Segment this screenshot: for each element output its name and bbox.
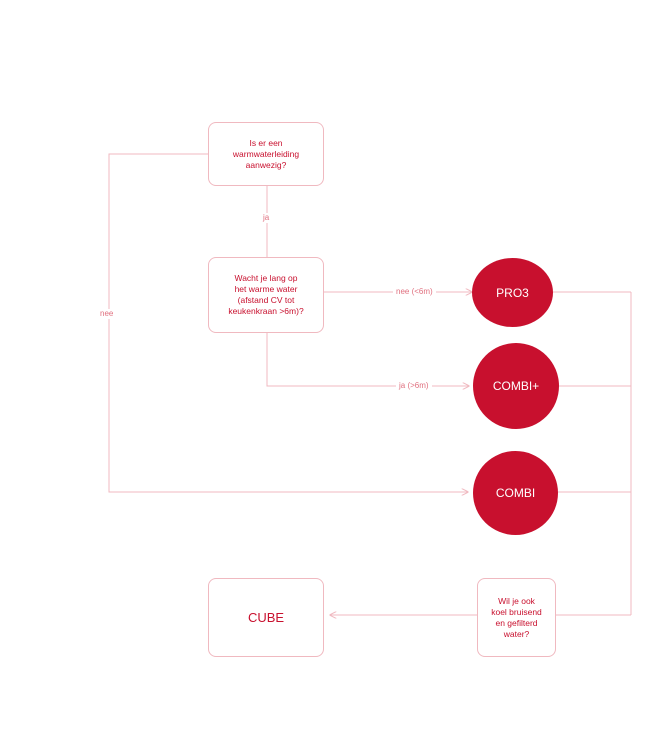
- edge-label-ja: ja: [260, 213, 273, 223]
- edge-label-nee-lt6m: nee (<6m): [393, 287, 436, 297]
- result-combi: COMBI: [473, 451, 558, 535]
- question-koel-bruisend: Wil je ook koel bruisend en gefilterd wa…: [477, 578, 556, 657]
- question-warmwaterleiding: Is er een warmwaterleiding aanwezig?: [208, 122, 324, 186]
- question-wachttijd: Wacht je lang op het warme water (afstan…: [208, 257, 324, 333]
- result-combi-plus: COMBI+: [473, 343, 559, 429]
- edge-label-ja-gt6m: ja (>6m): [396, 381, 432, 391]
- edge-q1-combi: [108, 153, 468, 492]
- result-pro3: PRO3: [472, 258, 553, 327]
- edge-q2-combiplus: [266, 333, 469, 386]
- edge-label-nee: nee: [97, 309, 117, 319]
- result-cube: CUBE: [208, 578, 324, 657]
